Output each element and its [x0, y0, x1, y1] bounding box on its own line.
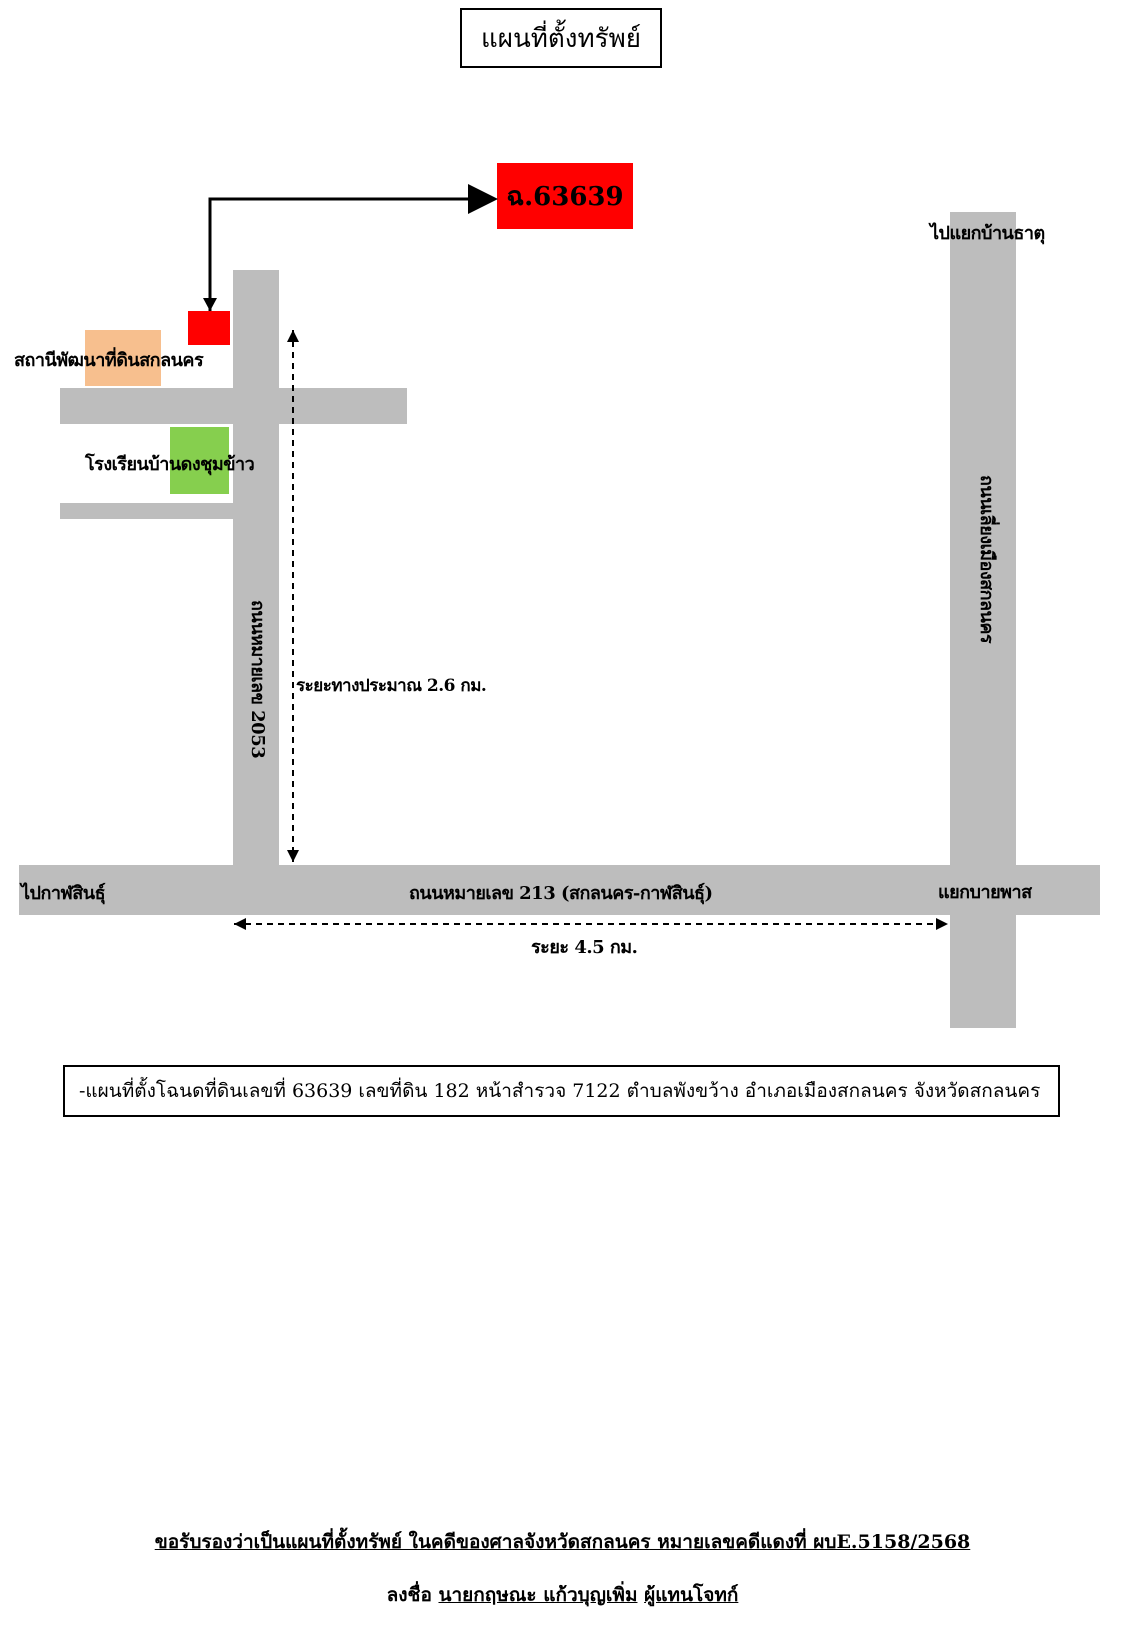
- signer-name: นายกฤษณะ แก้วบุญเพิ่ม: [438, 1584, 638, 1606]
- certification-line: ขอรับรองว่าเป็นแผนที่ตั้งทรัพย์ ในคดีของ…: [154, 1531, 971, 1553]
- bypass-road: [950, 212, 1016, 1028]
- to-ban-that-label: ไปแยกบ้านธาตุ: [930, 223, 1045, 244]
- caption-box: -แผนที่ตั้งโฉนดที่ดินเลขที่ 63639 เลขที่…: [63, 1065, 1060, 1117]
- map-title: แผนที่ตั้งทรัพย์: [460, 8, 662, 68]
- bypass-road-label: ถนนเลี่ยงเมืองสกลนคร: [976, 475, 997, 644]
- road-2053-label: ถนนหมายเลข 2053: [247, 600, 268, 759]
- sign-prefix: ลงชื่อ: [386, 1584, 432, 1606]
- signature-line: ลงชื่อ นายกฤษณะ แก้วบุญเพิ่ม ผู้แทนโจทก์: [0, 1580, 1125, 1610]
- school-label: โรงเรียนบ้านดงชุมข้าว: [85, 454, 255, 475]
- horizontal-distance-label: ระยะ 4.5 กม.: [531, 937, 638, 958]
- road-2053: [233, 270, 279, 870]
- caption-text: -แผนที่ตั้งโฉนดที่ดินเลขที่ 63639 เลขที่…: [79, 1080, 1041, 1102]
- vertical-distance-label: ระยะทางประมาณ 2.6 กม.: [296, 676, 487, 696]
- side-road-upper: [60, 388, 407, 424]
- side-road-lower: [60, 503, 233, 519]
- to-kalasin-label: ไปกาฬสินธุ์: [21, 883, 106, 904]
- property-id-box: ฉ.63639: [497, 163, 633, 229]
- land-dev-station-marker: [85, 330, 161, 386]
- signer-role: ผู้แทนโจทก์: [644, 1584, 739, 1606]
- map-arrows: [203, 184, 948, 930]
- pointer-arrow: [208, 184, 498, 311]
- pointer-arrow-down-head: [203, 298, 217, 311]
- school-marker: [170, 427, 229, 494]
- road-213: [19, 865, 1100, 915]
- property-marker: [188, 311, 230, 345]
- road-213-label: ถนนหมายเลข 213 (สกลนคร-กาฬสินธุ์): [409, 883, 713, 904]
- bypass-junction-label: แยกบายพาส: [938, 882, 1032, 903]
- land-dev-station-label: สถานีพัฒนาที่ดินสกลนคร: [14, 350, 204, 371]
